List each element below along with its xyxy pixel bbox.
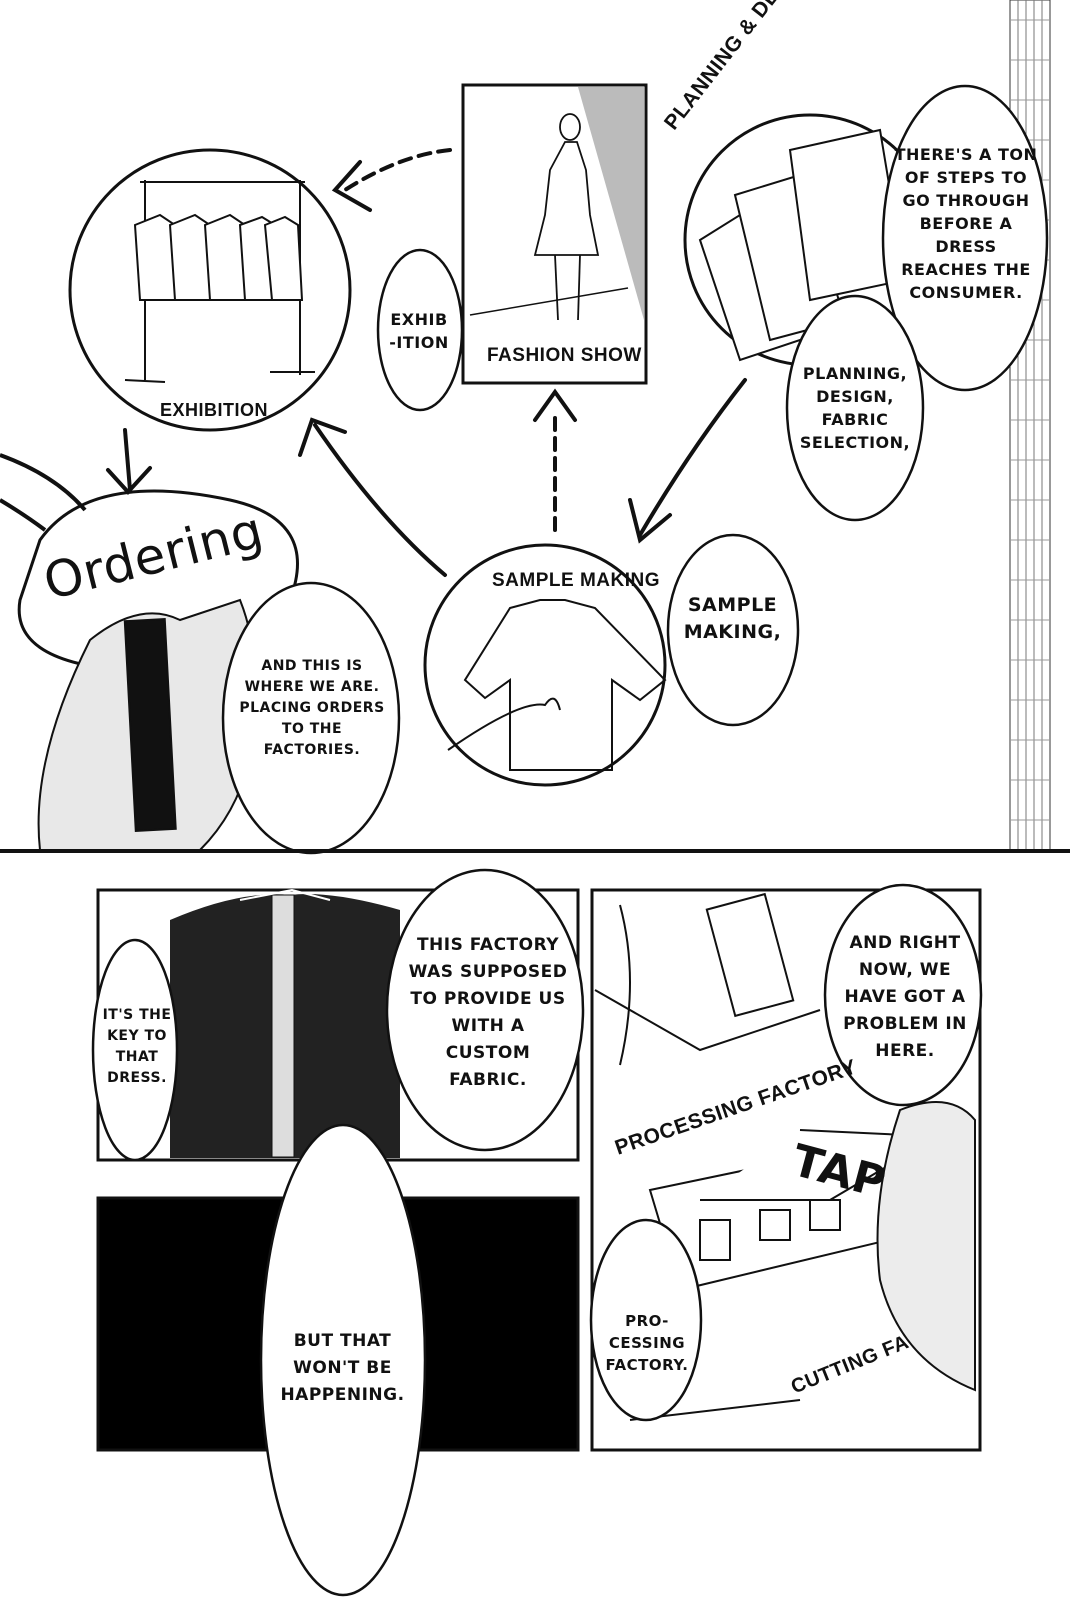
bubble-planning-shape — [785, 294, 925, 522]
bubble-where-we-are: AND THIS IS WHERE WE ARE. PLACING ORDERS… — [239, 658, 385, 758]
bubble-factory-shape — [385, 868, 585, 1152]
bubble-problem: AND RIGHT NOW, WE HAVE GOT A PROBLEM IN … — [843, 933, 967, 1061]
bubble-exhibition: EXHIB-ITION — [389, 310, 449, 352]
bubble-processing-shape — [589, 1218, 703, 1422]
bubble-factory-supposed: THIS FACTORY WAS SUPPOSED TO PROVIDE US … — [408, 935, 568, 1090]
spotlight-tone — [578, 87, 644, 320]
bubble-sample: SAMPLE MAKING, — [683, 594, 782, 643]
flow-arrows — [106, 148, 747, 577]
bubble-happening-shape — [259, 1123, 427, 1597]
design-sketches-icon — [698, 128, 907, 362]
tshirt-sketch-icon — [447, 599, 667, 771]
hand-with-pen-icon-2 — [876, 1101, 976, 1392]
bubble-key-to-dress: IT'S THE KEY TO THAT DRESS. — [102, 1007, 172, 1086]
bubble-steps: THERE'S A TON OF STEPS TO GO THROUGH BEF… — [894, 145, 1038, 302]
clothing-rack-icon — [124, 180, 315, 383]
bubble-key-shape — [91, 938, 179, 1162]
bubble-exhibition-shape — [376, 248, 464, 412]
bubble-happening: BUT THAT WON'T BE HAPPENING. — [280, 1331, 405, 1405]
model-figure-icon — [533, 113, 600, 321]
bubble-sample-shape — [666, 533, 800, 727]
bubble-processing-factory: PRO-CESSING FACTORY. — [605, 1312, 689, 1374]
bubble-steps-shape — [881, 84, 1049, 392]
bubble-problem-shape — [823, 883, 983, 1107]
node-label-exhibition: EXHIBITION — [160, 400, 269, 420]
node-label-sample-making: SAMPLE MAKING — [492, 570, 660, 591]
bubble-planning: PLANNING, DESIGN, FABRIC SELECTION, — [799, 364, 911, 452]
node-label-fashion-show: FASHION SHOW — [487, 345, 642, 366]
